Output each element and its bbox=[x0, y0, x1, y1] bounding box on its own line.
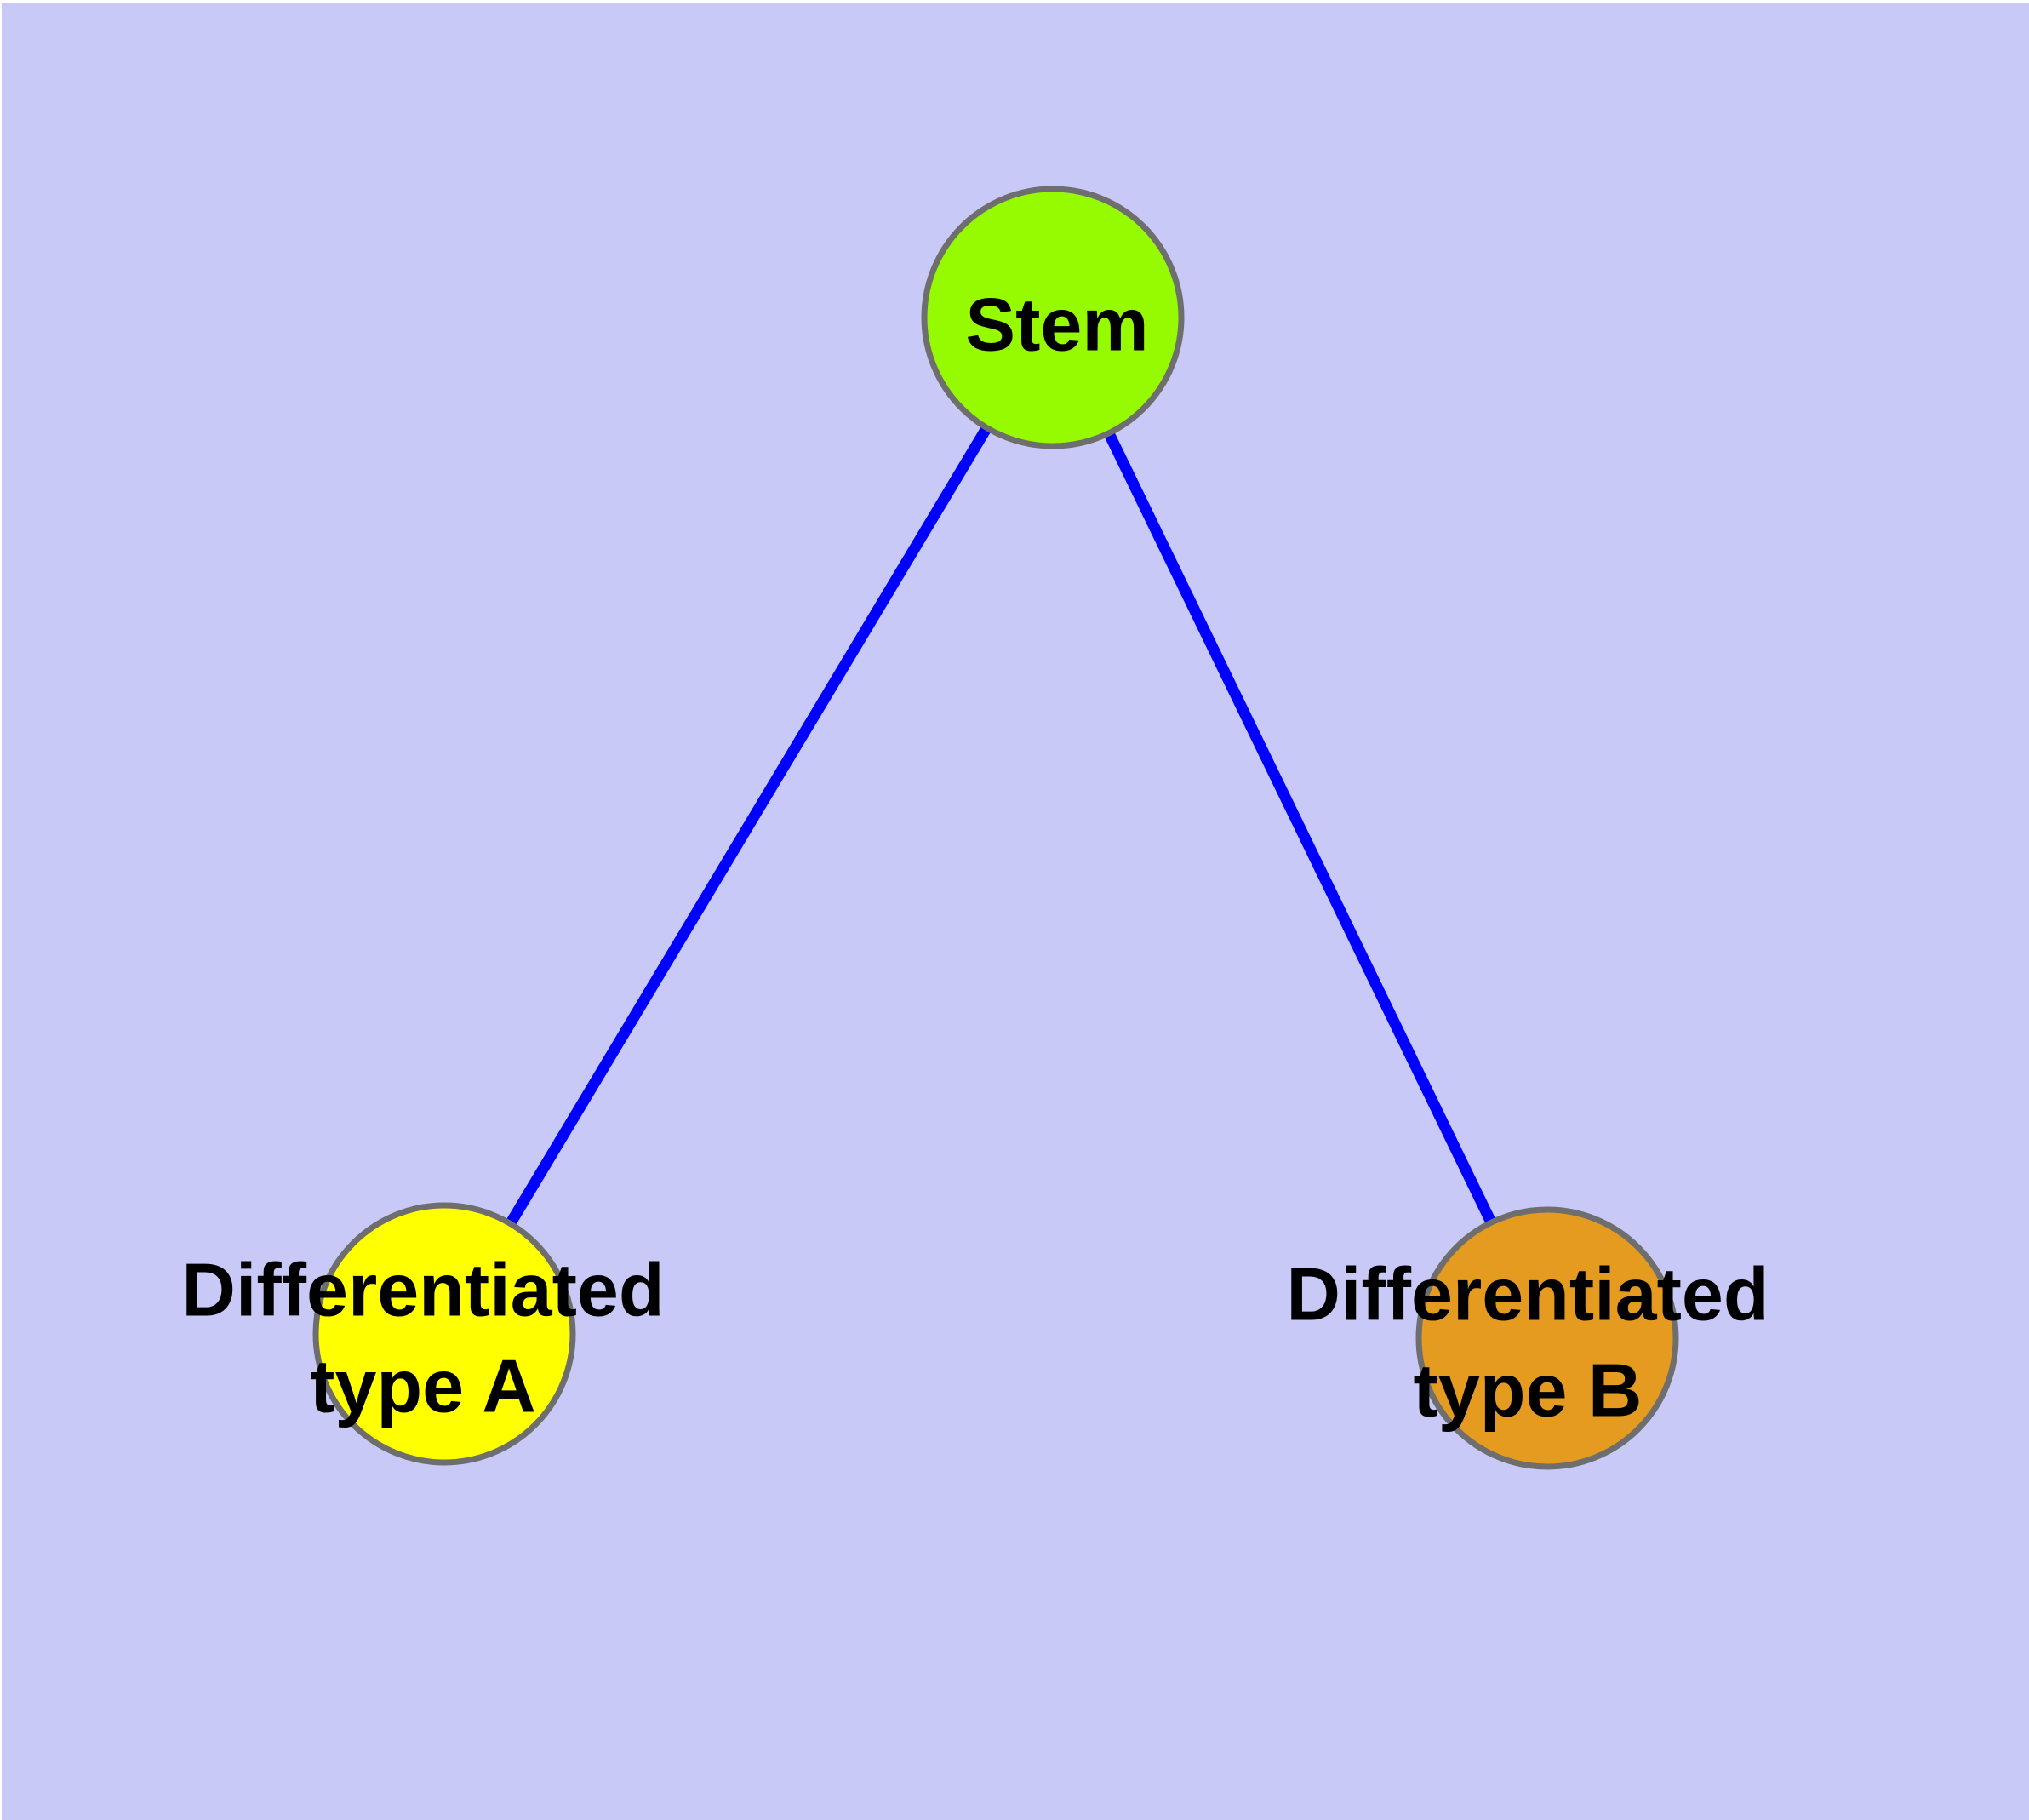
node-type-a-label-line2: type A bbox=[310, 1344, 536, 1428]
node-type-a-label-line1: Differentiated bbox=[181, 1248, 664, 1332]
node-differentiated-type-a bbox=[312, 1202, 576, 1466]
node-type-b-label-line1: Differentiated bbox=[1286, 1252, 1769, 1336]
node-stem bbox=[921, 186, 1185, 449]
node-stem-label: Stem bbox=[965, 283, 1148, 367]
edge-stem-to-type-a bbox=[439, 314, 1058, 1337]
edge-stem-to-type-b bbox=[1048, 315, 1552, 1341]
node-type-b-label-line2: type B bbox=[1414, 1348, 1643, 1433]
node-differentiated-type-b bbox=[1415, 1206, 1679, 1470]
